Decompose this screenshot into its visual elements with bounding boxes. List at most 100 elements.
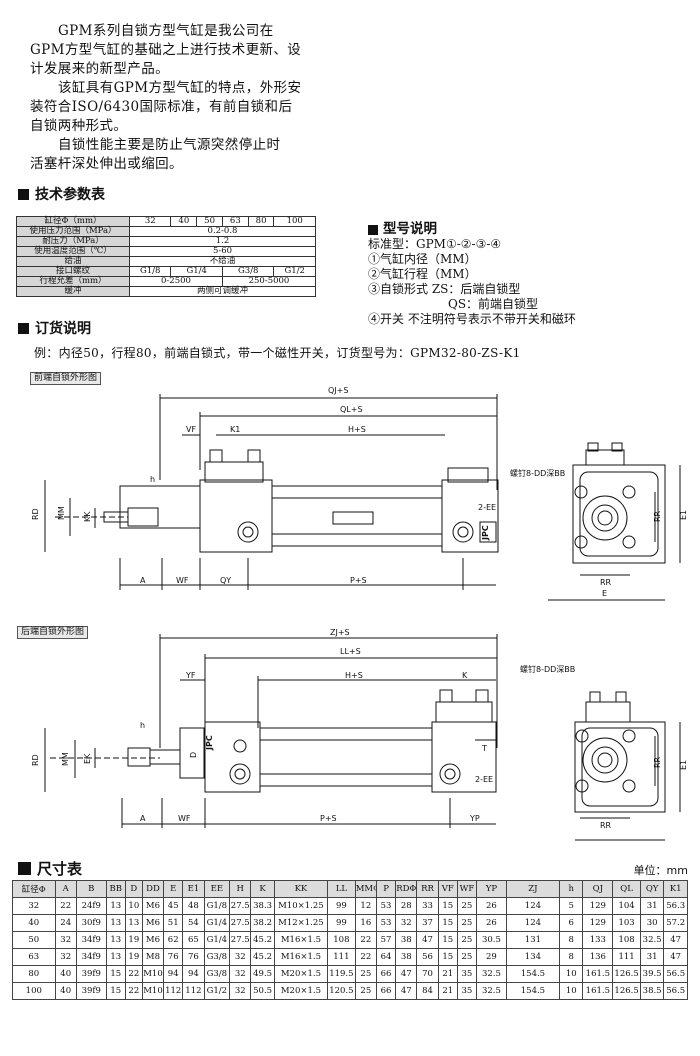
dims-cell: 25 xyxy=(456,948,478,966)
dims-cell: 154.5 xyxy=(505,965,561,983)
dims-cell: M16×1.5 xyxy=(273,931,329,949)
dims-cell: 47 xyxy=(663,948,688,966)
dims-header-cell: EE xyxy=(203,880,231,898)
tech-heading: 技术参数表 xyxy=(18,184,105,204)
dims-cell: 13 xyxy=(105,897,126,915)
dims-cell: 112 xyxy=(182,982,205,1000)
dims-cell: 32 xyxy=(229,965,252,983)
dims-header-cell: BB xyxy=(105,880,126,898)
dims-header-cell: K1 xyxy=(663,880,688,898)
dims-cell: 80 xyxy=(12,965,56,983)
bore-value: 100 xyxy=(273,216,316,227)
dims-cell: 120.5 xyxy=(327,982,356,1000)
rear-dim-a: A xyxy=(140,814,146,823)
dims-cell: M6 xyxy=(141,931,165,949)
dims-cell: 25 xyxy=(354,982,377,1000)
dims-cell: 76 xyxy=(182,948,205,966)
bore-value: 40 xyxy=(170,216,198,227)
rear-self-lock-drawing: ZJ+S LL+S YF H+S K h T RD MM EK D JPC 2-… xyxy=(31,628,688,841)
dims-cell: 5 xyxy=(559,897,584,915)
dims-cell: 66 xyxy=(375,965,397,983)
intro-line: 该缸具有GPM方型气缸的特点，外形安 xyxy=(58,80,302,96)
dims-cell: 37 xyxy=(416,914,439,932)
dims-cell: 35 xyxy=(456,982,478,1000)
model-section: 型号说明 标准型：GPM①-②-③-④ ①气缸内径（MM） ②气缸行程（MM） … xyxy=(368,222,698,327)
dims-cell: 100 xyxy=(12,982,56,1000)
stroke-value: 0-2500 xyxy=(129,276,223,287)
dims-cell: 32 xyxy=(229,948,252,966)
rear-dim-h: h xyxy=(140,721,145,730)
intro-line: 计发展来的新型产品。 xyxy=(30,61,169,77)
heading-square-icon xyxy=(18,188,29,200)
dims-cell: 10 xyxy=(559,982,584,1000)
dims-cell: 111 xyxy=(612,948,641,966)
dims-cell: 161.5 xyxy=(582,982,614,1000)
front-dim-mm: MM xyxy=(57,506,66,520)
dims-cell: 56.5 xyxy=(663,965,688,983)
dims-cell: 10 xyxy=(124,897,143,915)
dims-header-cell: 缸径Φ xyxy=(12,880,56,898)
param-value: 0.2-0.8 xyxy=(129,226,316,237)
dims-header-cell: YP xyxy=(476,880,507,898)
dims-cell: 27.5 xyxy=(229,914,252,932)
model-item: QS：前端自锁型 xyxy=(448,297,539,311)
front-dim-wf: WF xyxy=(176,576,189,585)
dims-cell: 57 xyxy=(375,931,397,949)
dims-cell: 38 xyxy=(395,948,418,966)
dims-header-cell: B xyxy=(75,880,107,898)
front-dim-ql: QL+S xyxy=(340,405,363,414)
dims-cell: 15 xyxy=(105,982,126,1000)
dims-header-cell: RR xyxy=(416,880,439,898)
dims-cell: 16 xyxy=(354,914,377,932)
bore-label: 缸径Φ（mm） xyxy=(16,216,130,227)
intro-text: GPM系列自锁方型气缸是我公司在 GPM方型气缸的基础之上进行技术更新、设 计发… xyxy=(30,22,350,174)
dims-cell: 31 xyxy=(639,897,665,915)
dims-cell: 32 xyxy=(54,948,77,966)
dims-header-cell: LL xyxy=(327,880,356,898)
param-value: 5-60 xyxy=(129,246,316,257)
dims-cell: 84 xyxy=(416,982,439,1000)
stroke-value: 250-5000 xyxy=(221,276,317,287)
dims-cell: 47 xyxy=(663,931,688,949)
front-dim-qj: QJ+S xyxy=(328,386,348,395)
dims-cell: 40 xyxy=(54,982,77,1000)
dims-cell: 25 xyxy=(354,965,377,983)
dims-cell: 38.3 xyxy=(250,897,275,915)
rear-dim-e1: E1 xyxy=(679,760,688,770)
dims-cell: 76 xyxy=(163,948,184,966)
dims-cell: 65 xyxy=(182,931,205,949)
dims-cell: 126.5 xyxy=(612,965,641,983)
dims-cell: 134 xyxy=(505,948,561,966)
dims-cell: M20×1.5 xyxy=(273,982,329,1000)
dims-cell: 30 xyxy=(639,914,665,932)
front-dim-a: A xyxy=(140,576,146,585)
param-label: 耐压力（MPa） xyxy=(16,236,130,247)
dims-cell: 129 xyxy=(582,897,614,915)
dims-cell: M8 xyxy=(141,948,165,966)
stroke-label: 行程允差（mm） xyxy=(16,276,130,287)
dims-cell: 35 xyxy=(456,965,478,983)
front-dim-ee: 2-EE xyxy=(478,503,496,512)
dims-cell: M10 xyxy=(141,982,165,1000)
front-dim-rr-side: RR xyxy=(653,510,662,522)
dims-cell: 51 xyxy=(163,914,184,932)
dims-cell: 53 xyxy=(375,897,397,915)
dims-header-cell: DD xyxy=(141,880,165,898)
dims-cell: 19 xyxy=(124,948,143,966)
intro-line: GPM系列自锁方型气缸是我公司在 xyxy=(58,23,274,39)
rear-dim-mm: MM xyxy=(61,752,70,766)
front-self-lock-drawing: QJ+S QL+S VF K1 H+S h RD MM KK 2-EE JPC … xyxy=(31,386,688,601)
dims-cell: 112 xyxy=(163,982,184,1000)
dims-cell: 13 xyxy=(105,931,126,949)
port-value: G3/8 xyxy=(221,266,275,277)
front-screw-label: 螺钉8-DD深BB xyxy=(510,468,565,478)
heading-square-icon xyxy=(368,224,378,235)
dims-header-cell: A xyxy=(54,880,77,898)
front-dim-kk: KK xyxy=(83,511,92,522)
dims-cell: 129 xyxy=(582,914,614,932)
dims-cell: 124 xyxy=(505,897,561,915)
front-logo: JPC xyxy=(481,525,490,541)
intro-line: 自锁两种形式。 xyxy=(30,118,128,134)
